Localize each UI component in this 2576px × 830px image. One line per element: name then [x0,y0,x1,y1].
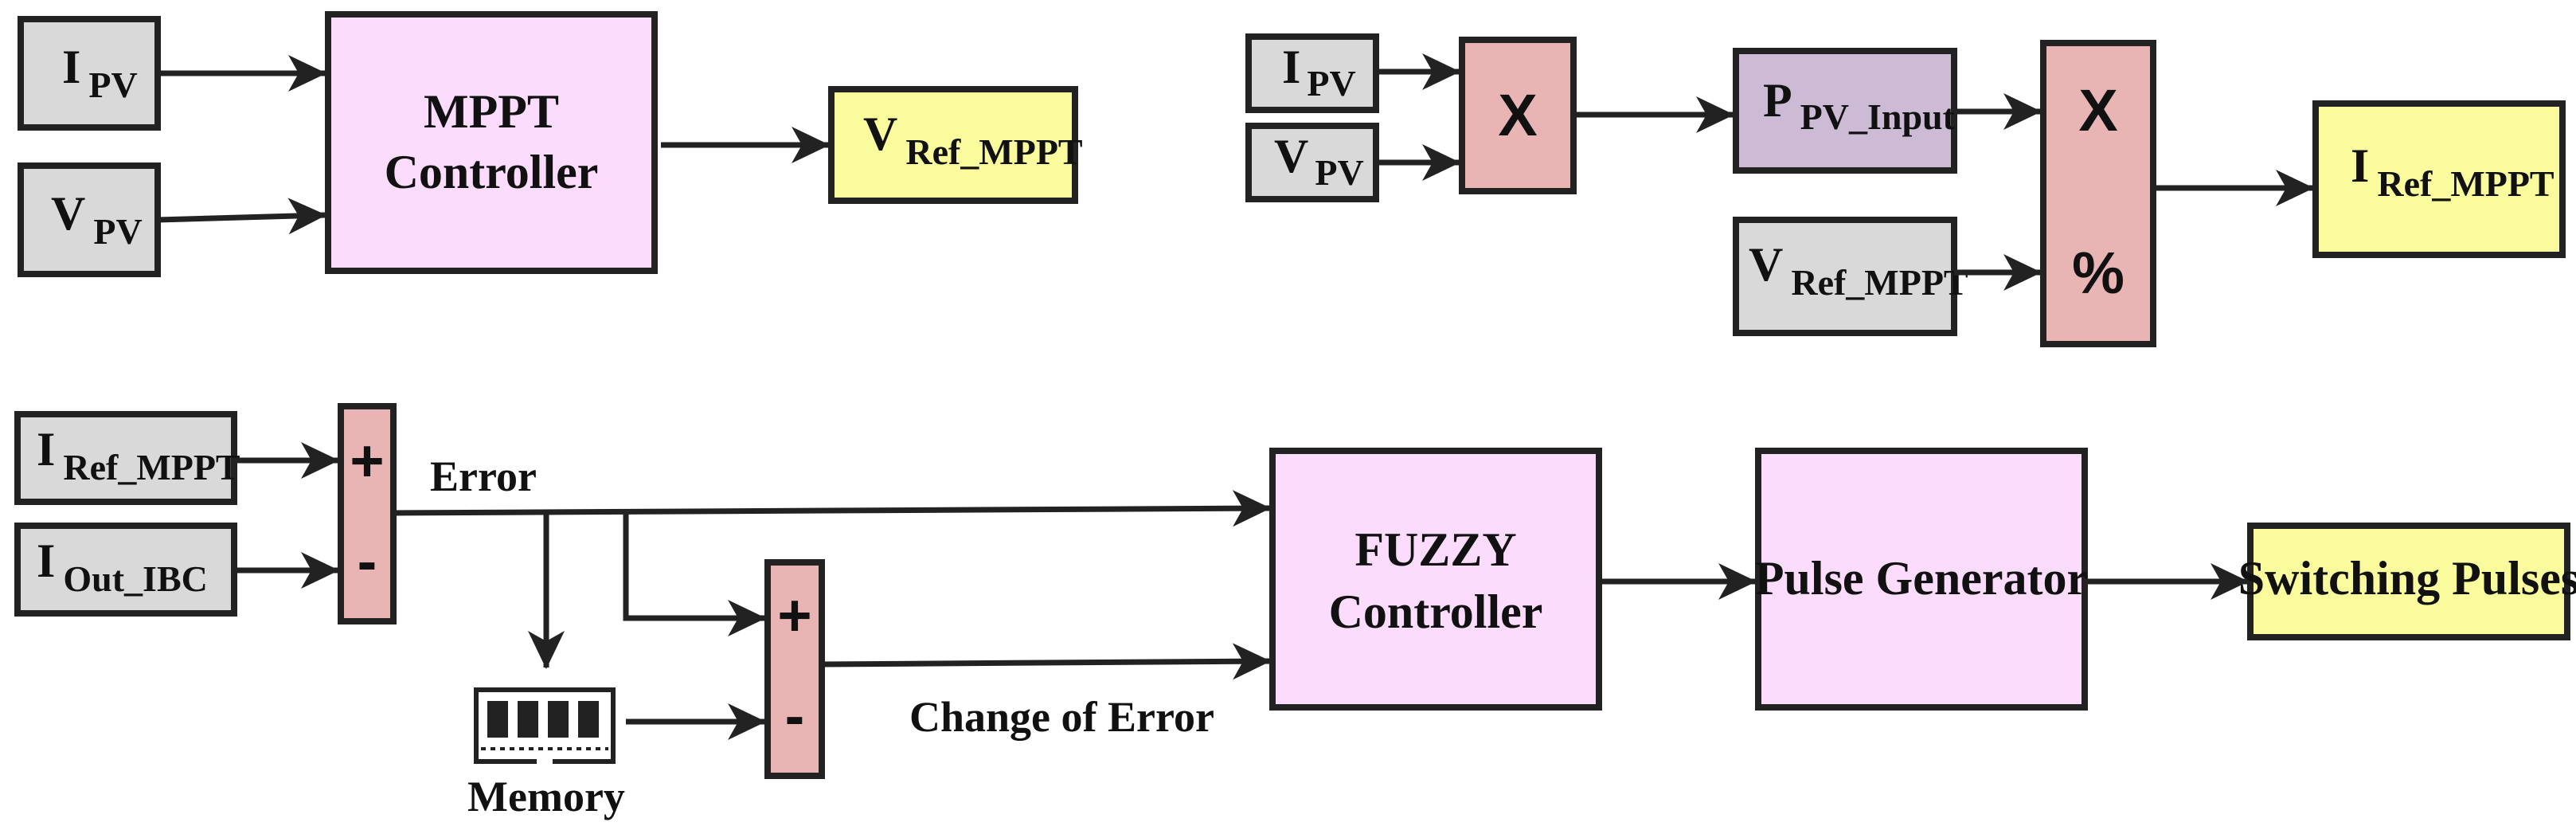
switching-pulses-text: Switching Pulses [2238,552,2576,605]
error-to-sum2-arrow [623,514,766,636]
ppv-input-box [1733,48,1957,174]
fuzzy-controller-line1: FUZZY [1354,523,1516,576]
ipv-input-box [18,16,161,131]
change-of-error-label: Change of Error [909,693,1214,741]
mppt-controller-line2: Controller [385,146,599,198]
memory-chip-icon [474,687,616,765]
multiplier-symbol: X [1498,82,1537,148]
summing-junction-1 [338,403,397,624]
fuzzy-controller-box [1269,448,1602,711]
iout-ibc-input-box [14,523,237,617]
error-label: Error [430,452,537,500]
iref-mppt-output-box [2312,100,2566,258]
divider-box [2040,40,2156,347]
sum1-plus-sign: + [350,428,384,494]
fuzzy-controller-line2: Controller [1329,585,1543,638]
sum2-minus-sign: - [785,683,805,749]
vref-mppt-output-box [828,86,1078,204]
multiplier-box [1459,37,1577,194]
pulse-generator-text: Pulse Generator [1755,552,2088,605]
memory-label: Memory [467,773,625,820]
divider-percent-symbol: % [2072,240,2125,306]
change-of-error-to-fuzzy-arrow [821,643,1271,680]
summing-junction-2 [764,559,825,779]
iref-mppt-input-box [14,411,237,505]
mppt-controller-line1: MPPT [424,85,559,138]
sum1-minus-sign: - [358,528,377,594]
error-to-fuzzy-arrow [393,490,1271,527]
ipv-input-box-2 [1245,33,1379,113]
divider-multiply-symbol: X [2078,77,2117,143]
vpv-input-box-2 [1245,123,1379,202]
sum2-plus-sign: + [777,582,811,648]
mppt-controller-box [325,11,658,274]
vpv-to-mppt-arrow [157,198,326,235]
pulse-generator-box [1755,448,2088,711]
switching-pulses-output-box [2247,523,2570,640]
vref-mppt-input-box [1733,217,1957,336]
